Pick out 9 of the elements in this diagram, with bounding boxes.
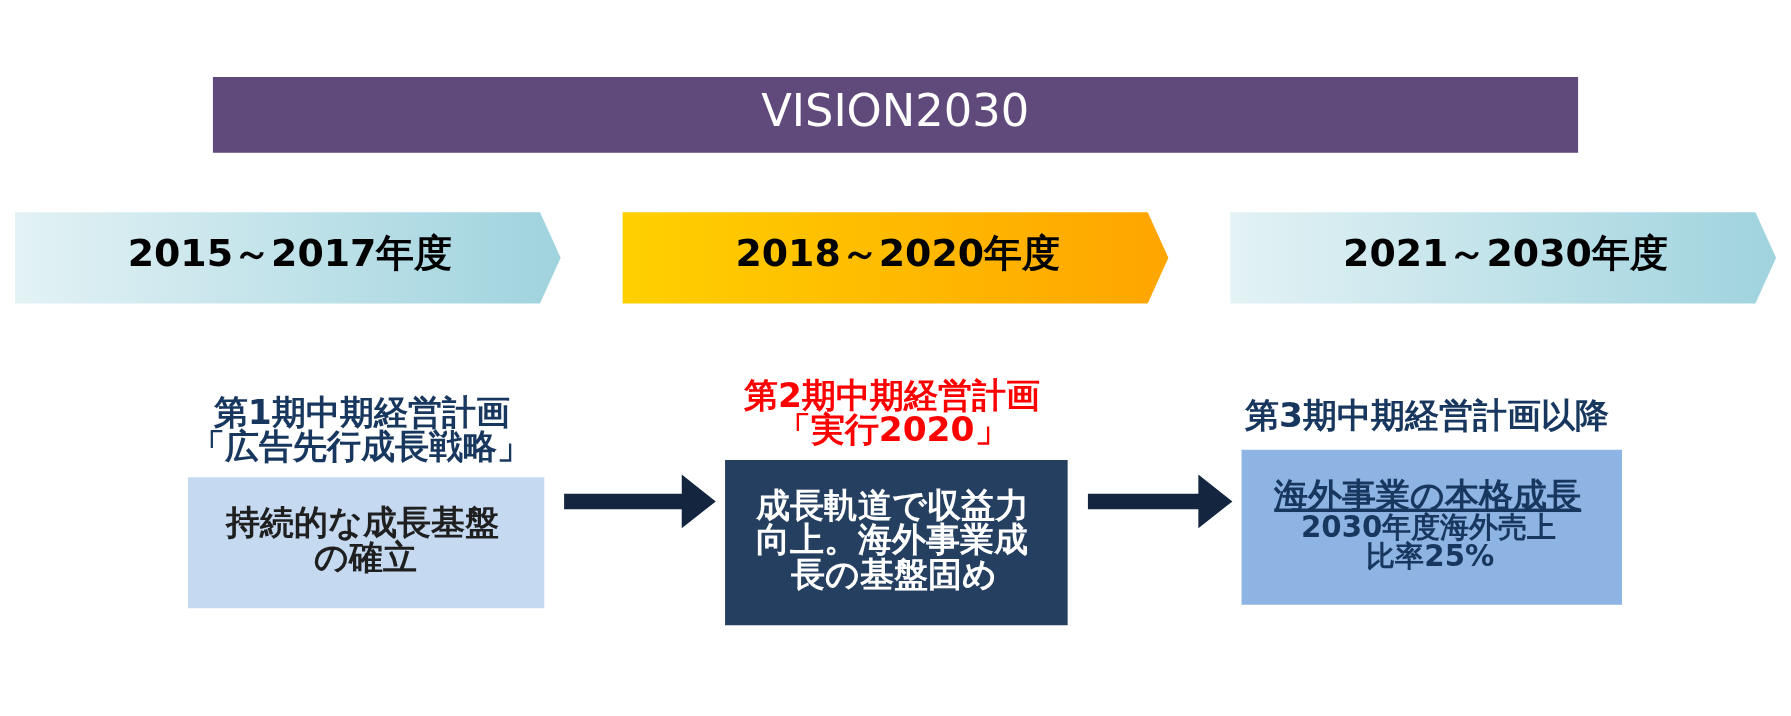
node-box: VISION2030	[212, 76, 1579, 153]
node-label: 第1期中期経営計画「広告先行成長戦略」	[191, 391, 532, 466]
node-box: 持続的な成長基盤の確立	[187, 476, 545, 608]
node-box: 海外事業の本格成長 2030年度海外売上比率25%	[1241, 449, 1622, 605]
node-label: 第3期中期経営計画以降	[1244, 394, 1609, 435]
node-box: 成長軌道で収益力向上。海外事業成長の基盤固め	[725, 459, 1068, 625]
arrow	[1087, 474, 1233, 528]
node-label: 第2期中期経営計画「実行2020」	[744, 374, 1040, 449]
arrow	[564, 474, 716, 528]
